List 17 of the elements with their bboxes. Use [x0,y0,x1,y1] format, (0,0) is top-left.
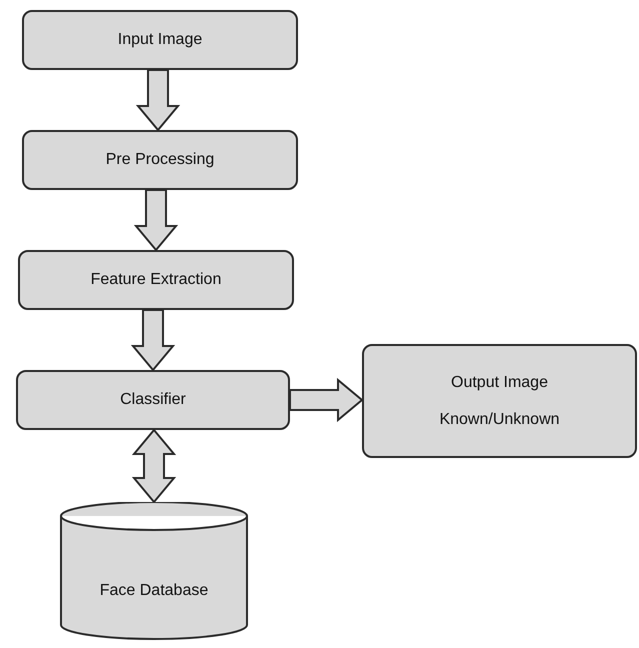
process-box [18,250,294,310]
node-label: Known/Unknown [439,410,560,428]
node-label: Input Image [118,31,202,49]
node-label: Classifier [120,391,186,409]
block-arrow [134,189,178,252]
block-arrow [136,69,180,132]
process-box [16,370,290,430]
block-arrow [130,309,176,372]
block-arrow [289,378,364,422]
node-label: Output Image [451,374,548,392]
process-box [22,130,298,190]
block-arrow [132,428,176,504]
node-label: Pre Processing [106,151,214,169]
process-box [22,10,298,70]
node-label: Feature Extraction [90,271,222,289]
node-label: Face Database [100,582,208,600]
process-box [362,344,637,458]
